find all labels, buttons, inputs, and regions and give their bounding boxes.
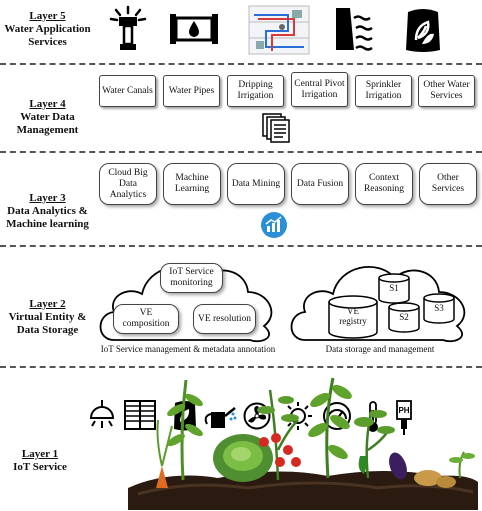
layer3-name: Data Analytics & Machine learning [6, 205, 89, 230]
ve-composition-box: VE composition [113, 304, 179, 334]
layer2-number: Layer 2 [29, 298, 66, 310]
watering-can-icon [204, 407, 237, 428]
layer5-name: Water Application Services [4, 23, 91, 48]
layer3-box-other-services: Other Services [419, 163, 477, 205]
lamp-icon [89, 400, 115, 428]
s1-database-icon [378, 273, 410, 304]
layer4-box-dripping-irrigation: Dripping Irrigation [227, 75, 284, 107]
s3-database-icon [423, 293, 455, 324]
s2-database-icon [388, 302, 420, 333]
vegetable-garden-illustration [128, 377, 478, 510]
layer3-label: Layer 3 Data Analytics & Machine learnin… [0, 192, 95, 231]
layer4-box-central-pivot: Central Pivot Irrigation [291, 72, 348, 107]
layer3-box-data-mining: Data Mining [227, 163, 285, 205]
svg-text:PH: PH [398, 406, 409, 415]
layer4-box-water-canals: Water Canals [99, 75, 156, 107]
layer4-name: Water Data Management [16, 111, 79, 136]
layer4-box-sprinkler-irrigation: Sprinkler Irrigation [355, 75, 412, 107]
ve-registry-label: VE registry [339, 306, 367, 326]
layer4-box-water-pipes: Water Pipes [163, 75, 220, 107]
separator [0, 151, 482, 153]
layer3-box-cloud-big-data: Cloud Big Data Analytics [99, 163, 157, 205]
fertilizer-bag-icon [406, 9, 440, 52]
layer1-label: Layer 1 IoT Service [0, 448, 80, 474]
layer4-number: Layer 4 [29, 98, 66, 110]
layer4-label: Layer 4 Water Data Management [0, 98, 95, 137]
documents-icon [262, 113, 290, 143]
dam-icon [336, 8, 373, 51]
building-plumbing-icon [248, 5, 310, 55]
s3-label: S3 [434, 303, 444, 313]
ph-sensor-icon: PH [396, 400, 412, 435]
water-pipe-icon [170, 14, 218, 44]
layer2-label: Layer 2 Virtual Entity & Data Storage [0, 298, 95, 337]
service-management-caption: IoT Service management & metadata annota… [100, 344, 276, 354]
sprinkler-icon [109, 5, 147, 50]
separator [0, 63, 482, 65]
layer4-box-other-water-services: Other Water Services [418, 75, 475, 107]
ve-resolution-box: VE resolution [193, 304, 256, 334]
layer5-label: Layer 5 Water Application Services [0, 10, 95, 49]
layer1-number: Layer 1 [21, 448, 59, 460]
window-shade-icon [124, 400, 156, 430]
iot-service-monitoring-box: IoT Service monitoring [160, 263, 223, 293]
s2-label: S2 [399, 312, 409, 322]
ve-registry-database-icon [328, 295, 378, 339]
layer3-number: Layer 3 [29, 192, 66, 204]
data-storage-caption: Data storage and management [325, 344, 435, 354]
layer1-name: IoT Service [13, 461, 67, 473]
analytics-chart-icon [261, 212, 287, 238]
separator [0, 245, 482, 247]
layer3-box-context-reasoning: Context Reasoning [355, 163, 413, 205]
layer3-box-data-fusion: Data Fusion [291, 163, 349, 205]
separator [0, 366, 482, 368]
layer2-name: Virtual Entity & Data Storage [8, 311, 87, 336]
layer3-box-machine-learning: Machine Learning [163, 163, 221, 205]
layer5-number: Layer 5 [29, 10, 66, 22]
s1-label: S1 [389, 283, 399, 293]
